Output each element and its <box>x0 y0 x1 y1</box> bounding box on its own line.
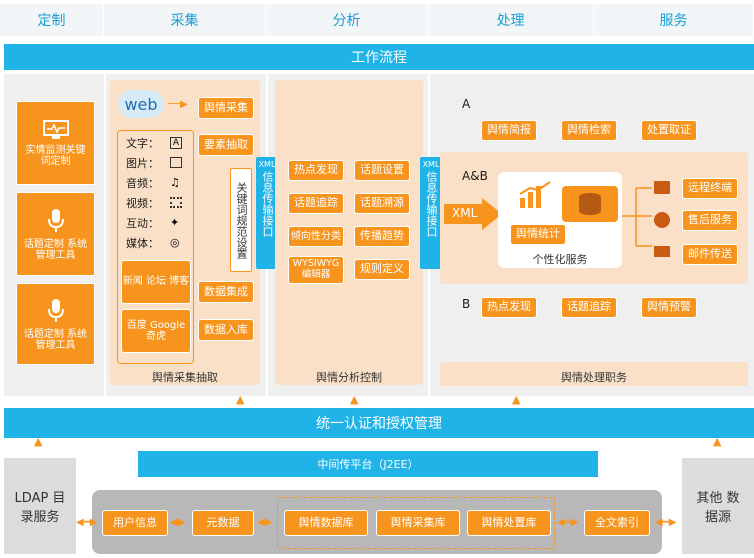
process-b-item: 热点发现 <box>481 297 537 318</box>
process-b-item: 舆情预警 <box>641 297 697 318</box>
process-a-item: 处置取证 <box>641 120 697 141</box>
process-b-label: B <box>462 297 471 311</box>
arrow-updown: ▲ <box>350 393 359 406</box>
collect-caption: 舆情采集抽取 <box>152 371 218 384</box>
service-item: 远程终端 <box>682 178 738 199</box>
process-a-label: A <box>462 97 471 111</box>
service-item: 邮件传送 <box>682 244 738 265</box>
mail-icon <box>654 246 670 257</box>
media-label: 视频： <box>126 197 159 210</box>
storage-item: 舆情采集库 <box>376 510 460 536</box>
header-col-fenxi: 分析 <box>266 4 428 36</box>
arrow-updown: ▲ <box>34 435 43 448</box>
analysis-item: WYSIWYG编辑器 <box>288 256 344 284</box>
left-card-topic-1: 话题定制 系统管理工具 <box>16 192 95 276</box>
media-label: 图片： <box>126 157 159 170</box>
database-icon <box>562 186 618 222</box>
auth-band: 统一认证和授权管理 <box>4 408 754 438</box>
process-a-item: 舆情检索 <box>561 120 617 141</box>
double-arrow: ◀▶ <box>257 517 273 528</box>
header-col-dingzhi: 定制 <box>0 4 104 36</box>
process-b-item: 话题追踪 <box>561 297 617 318</box>
microphone-icon <box>47 298 64 322</box>
yaosu-chouqu-box: 要素抽取 <box>198 134 254 156</box>
analysis-item: 规则定义 <box>354 259 410 280</box>
left-card-topic-2: 话题定制 系统管理工具 <box>16 283 95 365</box>
personal-service-label: 个性化服务 <box>532 253 588 266</box>
arrow-updown: ▲ <box>512 393 521 406</box>
interact-icon: ✦ <box>170 216 180 229</box>
storage-group-dashed <box>277 497 555 549</box>
xml-interface-right: XML 信息传输接口 <box>420 157 442 269</box>
bar-chart-icon <box>518 180 554 214</box>
arrow-updown: ▲ <box>713 435 722 448</box>
media-label: 互动： <box>126 217 159 230</box>
analysis-item: 话题溯源 <box>354 193 410 214</box>
news-forum-blog-box: 新闻 论坛 博客 <box>121 260 191 304</box>
analysis-item: 传播趋势 <box>354 226 410 247</box>
process-bottom-band <box>440 362 748 386</box>
stats-box: 舆情统计 <box>510 224 566 245</box>
storage-item: 元数据 <box>192 510 254 536</box>
media-icon: ◎ <box>170 236 180 249</box>
text-icon: A <box>170 137 182 149</box>
other-source-box: 其他 数据源 <box>682 458 754 554</box>
process-caption: 舆情处理职务 <box>561 371 627 384</box>
storage-item: 全文索引 <box>584 510 650 536</box>
ldap-box: LDAP 目录服务 <box>4 458 76 554</box>
double-arrow: ◀▶ <box>170 517 186 528</box>
double-arrow: ◀━▶ <box>557 517 579 528</box>
connector-lines <box>622 178 656 262</box>
media-label: 文字： <box>126 137 159 150</box>
baidu-google-box: 百度 Google 奇虎 <box>121 309 191 353</box>
middleware-band: 中间传平台（J2EE） <box>138 451 598 477</box>
header-col-fuwu: 服务 <box>594 4 754 36</box>
header-col-caiji: 采集 <box>104 4 266 36</box>
xml-arrow <box>444 198 502 230</box>
xml-label: XML <box>258 160 276 169</box>
analysis-item: 话题追踪 <box>288 193 344 214</box>
support-icon <box>654 212 670 228</box>
storage-item: 舆情数据库 <box>284 510 368 536</box>
left-card-label: 话题定制 系统管理工具 <box>23 238 88 262</box>
interface-label: 信息传输接口 <box>261 171 274 237</box>
analysis-caption: 舆情分析控制 <box>316 371 382 384</box>
data-integrate-box: 数据集成 <box>198 281 254 303</box>
audio-icon: ♫ <box>170 176 180 189</box>
image-icon <box>170 157 182 168</box>
process-a-item: 舆情简报 <box>481 120 537 141</box>
double-arrow: ◀━▶ <box>76 517 98 528</box>
analysis-item: 热点发现 <box>288 160 344 181</box>
xml-interface-left: XML 信息传输接口 <box>256 157 278 269</box>
yuqing-caiji-box: 舆情采集 <box>198 97 254 119</box>
keyword-rule-box: 关键词规范设置 <box>230 168 252 272</box>
header-col-chuli: 处理 <box>428 4 594 36</box>
data-store-box: 数据入库 <box>198 319 254 341</box>
terminal-icon <box>654 181 670 194</box>
xml-arrow-label: XML <box>452 206 478 220</box>
interface-label: 信息传输接口 <box>425 171 438 237</box>
col-divider <box>104 74 106 396</box>
storage-item: 用户信息 <box>102 510 168 536</box>
left-card-monitor: 实情监测关键词定制 <box>16 101 95 185</box>
process-ab-label: A&B <box>462 169 488 183</box>
video-icon <box>170 197 182 208</box>
web-badge: web <box>118 90 164 118</box>
workflow-band: 工作流程 <box>4 44 754 70</box>
analysis-item: 话题设置 <box>354 160 410 181</box>
left-card-label: 实情监测关键词定制 <box>25 144 86 168</box>
monitor-icon <box>42 119 69 139</box>
arrow-updown: ▲ <box>236 393 245 406</box>
media-label: 媒体： <box>126 237 159 250</box>
double-arrow: ◀━▶ <box>655 517 677 528</box>
left-card-label: 话题定制 系统管理工具 <box>23 328 88 352</box>
media-label: 音频： <box>126 177 159 190</box>
service-item: 售后服务 <box>682 210 738 231</box>
storage-item: 舆情处置库 <box>467 510 551 536</box>
arrow-right: ──▶ <box>168 99 188 110</box>
microphone-icon <box>47 208 64 232</box>
xml-label: XML <box>422 160 440 169</box>
analysis-item: 倾向性分类 <box>288 226 344 247</box>
